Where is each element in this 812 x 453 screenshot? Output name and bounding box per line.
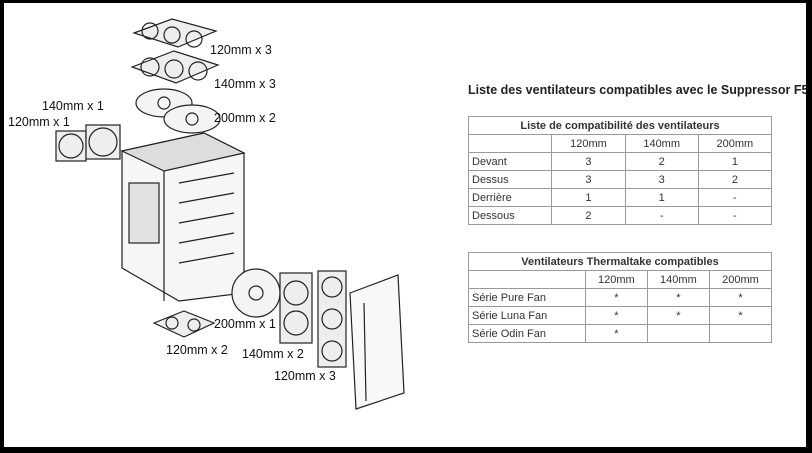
row-label: Devant: [467, 152, 553, 171]
label-top-200: 200mm x 2: [214, 111, 276, 125]
top-fan-tray-120-icon: [132, 18, 218, 48]
table-cell: -: [624, 206, 699, 225]
table-cell: *: [708, 288, 773, 307]
table-cell: 2: [624, 152, 699, 171]
column-header: 200mm: [697, 134, 773, 153]
label-top-120: 120mm x 3: [210, 43, 272, 57]
table-caption: Ventilateurs Thermaltake compatibles: [468, 252, 772, 271]
front-fan-200-icon: [231, 268, 281, 318]
label-rear-140: 140mm x 1: [42, 99, 104, 113]
table-row: Dessous 2 - -: [467, 206, 773, 225]
table-header-row: 120mm 140mm 200mm: [468, 270, 773, 289]
table-cell: *: [584, 324, 648, 343]
bottom-fan-tray-icon: [152, 310, 216, 338]
table-cell: -: [697, 188, 773, 207]
table-cell: 1: [624, 188, 699, 207]
row-label: Dessus: [467, 170, 553, 189]
table-row: Derrière 1 1 -: [467, 188, 773, 207]
table-cell: 2: [551, 206, 626, 225]
table-caption: Liste de compatibilité des ventilateurs: [468, 116, 772, 135]
table-row: Dessus 3 3 2: [467, 170, 773, 189]
thermaltake-fans-table: Ventilateurs Thermaltake compatibles 120…: [468, 252, 773, 343]
table-cell: 1: [551, 188, 626, 207]
top-fan-200-pair-icon: [135, 88, 221, 134]
label-front-120: 120mm x 3: [274, 369, 336, 383]
front-fans-120-icon: [317, 270, 347, 368]
front-panel-icon: [349, 274, 405, 410]
table-cell: *: [584, 288, 648, 307]
table-cell: *: [708, 306, 773, 325]
label-front-200: 200mm x 1: [214, 317, 276, 331]
label-top-140: 140mm x 3: [214, 77, 276, 91]
table-cell: -: [697, 206, 773, 225]
table-row: Série Odin Fan *: [468, 324, 773, 343]
rear-fans-icon: [55, 124, 121, 162]
case-exploded-diagram: [55, 18, 405, 410]
table-cell: *: [584, 306, 648, 325]
table-header-row: 120mm 140mm 200mm: [467, 134, 773, 153]
table-row: Série Luna Fan * * *: [468, 306, 773, 325]
column-header: 200mm: [708, 270, 773, 289]
table-cell: 3: [624, 170, 699, 189]
table-cell: [646, 324, 710, 343]
table-cell: *: [646, 306, 710, 325]
case-body-icon: [120, 132, 246, 302]
column-header: 140mm: [646, 270, 710, 289]
table-cell: [708, 324, 773, 343]
label-rear-120: 120mm x 1: [8, 115, 70, 129]
row-label: Dessous: [467, 206, 553, 225]
image-frame: 120mm x 3 140mm x 3 200mm x 2 140mm x 1 …: [4, 3, 806, 447]
compatibility-table: Liste de compatibilité des ventilateurs …: [467, 116, 773, 225]
page-title: Liste des ventilateurs compatibles avec …: [468, 83, 806, 97]
column-header: 140mm: [624, 134, 699, 153]
row-label: Série Pure Fan: [468, 288, 586, 307]
table-row: Devant 3 2 1: [467, 152, 773, 171]
table-cell: 3: [551, 170, 626, 189]
table-cell: 2: [697, 170, 773, 189]
table-cell: 3: [551, 152, 626, 171]
row-label: Série Luna Fan: [468, 306, 586, 325]
label-front-140: 140mm x 2: [242, 347, 304, 361]
table-row: Série Pure Fan * * *: [468, 288, 773, 307]
front-fans-140-icon: [279, 272, 313, 344]
table-cell: *: [646, 288, 710, 307]
top-fan-tray-140-icon: [130, 50, 220, 84]
column-header: 120mm: [551, 134, 626, 153]
row-label: Derrière: [467, 188, 553, 207]
column-header: 120mm: [584, 270, 648, 289]
row-label: Série Odin Fan: [468, 324, 586, 343]
label-bottom-120: 120mm x 2: [166, 343, 228, 357]
table-cell: 1: [697, 152, 773, 171]
